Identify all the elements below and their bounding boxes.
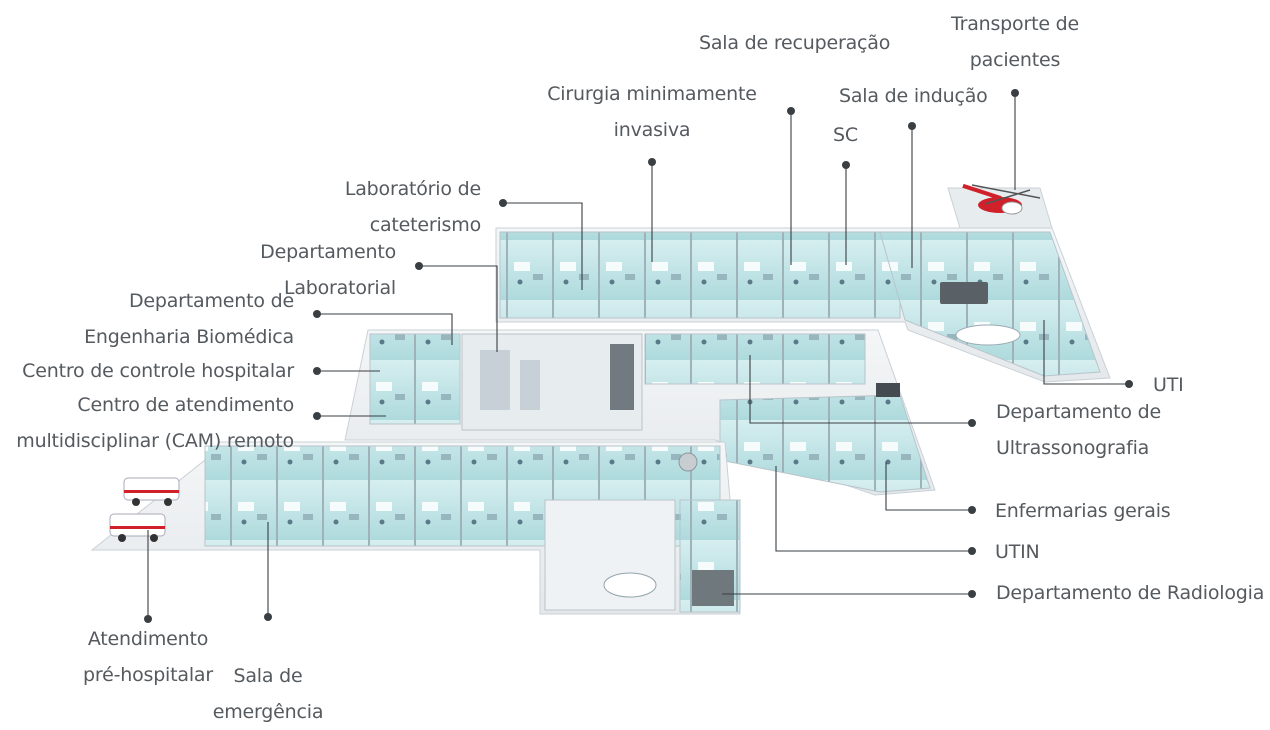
label-line: Engenharia Biomédica — [84, 326, 294, 348]
label-line: multidisciplinar (CAM) remoto — [16, 430, 294, 452]
label-line: Enfermarias gerais — [995, 500, 1171, 522]
label-atendimento-pre-hospitalar: Atendimento pré-hospitalar — [70, 621, 226, 693]
label-line: invasiva — [613, 119, 691, 141]
label-line: Atendimento — [87, 628, 209, 650]
label-line: Laboratório de — [344, 178, 481, 200]
label-line: pré-hospitalar — [83, 664, 213, 686]
label-line: Departamento de — [996, 401, 1162, 423]
label-departamento-laboratorial: Departamento Laboratorial — [200, 234, 396, 306]
label-line: Centro de atendimento — [77, 394, 294, 416]
upper-wing — [495, 227, 1111, 383]
label-sala-inducao: Sala de indução — [839, 78, 988, 114]
label-line: UTI — [1153, 374, 1184, 396]
label-line: emergência — [212, 701, 324, 723]
label-sala-recuperacao: Sala de recuperação — [699, 25, 890, 61]
label-line: pacientes — [969, 49, 1061, 71]
label-utin: UTIN — [995, 534, 1040, 570]
label-cirurgia-minimamente-invasiva: Cirurgia minimamente invasiva — [540, 76, 764, 148]
label-line: Transporte de — [950, 13, 1080, 35]
leader-lines — [147, 93, 1129, 619]
label-departamento-radiologia: Departamento de Radiologia — [996, 575, 1264, 611]
label-departamento-ultrassonografia: Departamento de Ultrassonografia — [996, 394, 1161, 466]
lower-wing — [90, 441, 741, 615]
label-laboratorio-cateterismo: Laboratório de cateterismo — [300, 171, 481, 243]
helicopter-icon — [947, 183, 1053, 229]
label-line: Centro de controle hospitalar — [22, 360, 294, 382]
label-line: Laboratorial — [283, 277, 396, 299]
label-enfermarias-gerais: Enfermarias gerais — [995, 493, 1171, 529]
label-line: Sala de recuperação — [699, 32, 891, 54]
label-sc: SC — [833, 117, 858, 153]
label-line: Departamento de — [128, 290, 294, 312]
label-uti: UTI — [1153, 367, 1184, 403]
label-line: Departamento de Radiologia — [996, 582, 1265, 604]
label-line: Departamento — [260, 241, 396, 263]
label-sala-emergencia: Sala de emergência — [200, 658, 336, 730]
label-departamento-engenharia-biomedica: Departamento de Engenharia Biomédica — [40, 283, 294, 355]
label-centro-controle-hospitalar: Centro de controle hospitalar — [0, 353, 294, 389]
label-centro-atendimento-remoto: Centro de atendimento multidisciplinar (… — [0, 387, 294, 459]
label-line: Cirurgia minimamente — [547, 83, 757, 105]
label-line: Ultrassonografia — [996, 437, 1150, 459]
label-line: Sala de indução — [839, 85, 988, 107]
label-line: Sala de — [233, 665, 303, 687]
label-transporte-pacientes: Transporte de pacientes — [930, 6, 1100, 78]
label-line: SC — [833, 124, 858, 146]
label-line: cateterismo — [369, 214, 481, 236]
leader-dots — [144, 89, 1133, 623]
label-line: UTIN — [995, 541, 1040, 563]
ambulance-icon — [109, 477, 180, 542]
middle-wing — [344, 329, 936, 496]
